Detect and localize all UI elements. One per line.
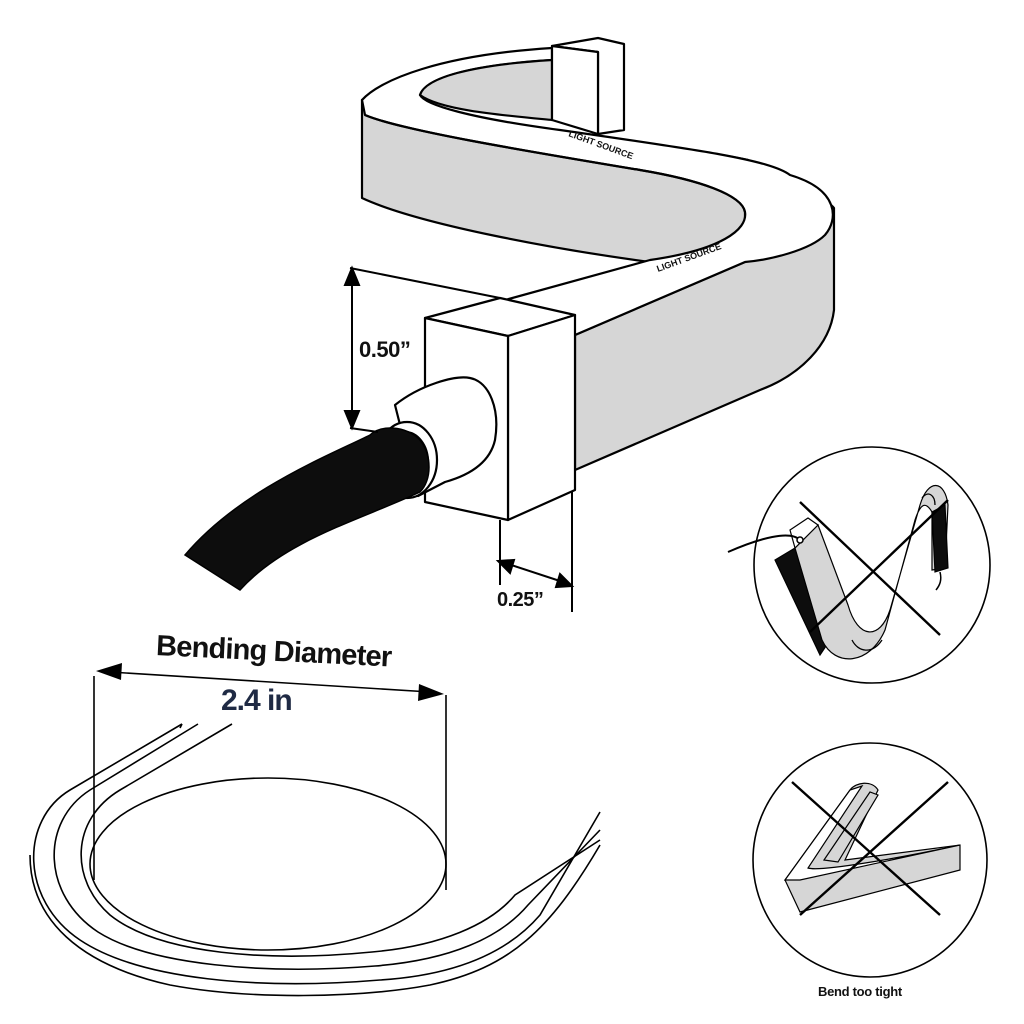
bend-arrow-right — [418, 684, 444, 701]
bend-strip-outer-top — [32, 723, 601, 985]
bend-inner-ellipse — [89, 777, 447, 951]
twist-arrow-1 — [851, 639, 883, 651]
end-cap-right-face — [506, 313, 577, 522]
height-ext-top — [349, 267, 501, 299]
bending-diameter-value: 2.4 in — [221, 684, 293, 717]
bend-strip-lower-edge — [29, 844, 601, 997]
height-arrow-bottom — [343, 410, 361, 431]
twist-arrow-2 — [921, 493, 936, 506]
twist-cable — [727, 534, 801, 553]
height-ext-bottom — [349, 427, 379, 433]
twist-strip-end-dark — [931, 504, 949, 573]
end-cap-top-front — [550, 44, 600, 136]
bend-diameter-line — [109, 671, 431, 693]
bend-strip-inner-top — [80, 723, 601, 957]
twist-cable-end — [935, 571, 942, 591]
width-arrow-line — [504, 562, 567, 584]
bend-too-tight-caption: Bend too tight — [818, 984, 902, 999]
twist-cable-port — [796, 536, 804, 544]
bend-strip-outer-bottom — [179, 723, 183, 729]
twist-cross-1 — [799, 501, 941, 636]
bending-diagram — [29, 671, 601, 997]
bend-arrow-left — [96, 663, 122, 680]
power-cable — [183, 427, 430, 591]
led-strip — [360, 36, 836, 472]
twist-cross-2 — [809, 499, 949, 633]
tight-strip-top — [783, 784, 961, 881]
warning-circle-twist — [727, 446, 991, 684]
tight-cross-2 — [799, 781, 949, 916]
width-arrow-right — [554, 572, 575, 589]
strip-edge-line — [364, 113, 747, 213]
tight-strip-gray — [784, 782, 961, 913]
bend-strip-edge-2 — [53, 723, 601, 970]
tight-strip-inner — [822, 791, 879, 863]
warning-circle-tight — [752, 742, 988, 978]
width-dimension-label: 0.25” — [497, 589, 544, 611]
width-arrow-left — [495, 558, 516, 575]
height-dimension-label: 0.50” — [359, 337, 411, 362]
tight-cross-1 — [791, 781, 941, 916]
dimension-width — [495, 492, 575, 612]
height-arrow-top — [343, 265, 361, 286]
dimension-height — [343, 265, 501, 433]
